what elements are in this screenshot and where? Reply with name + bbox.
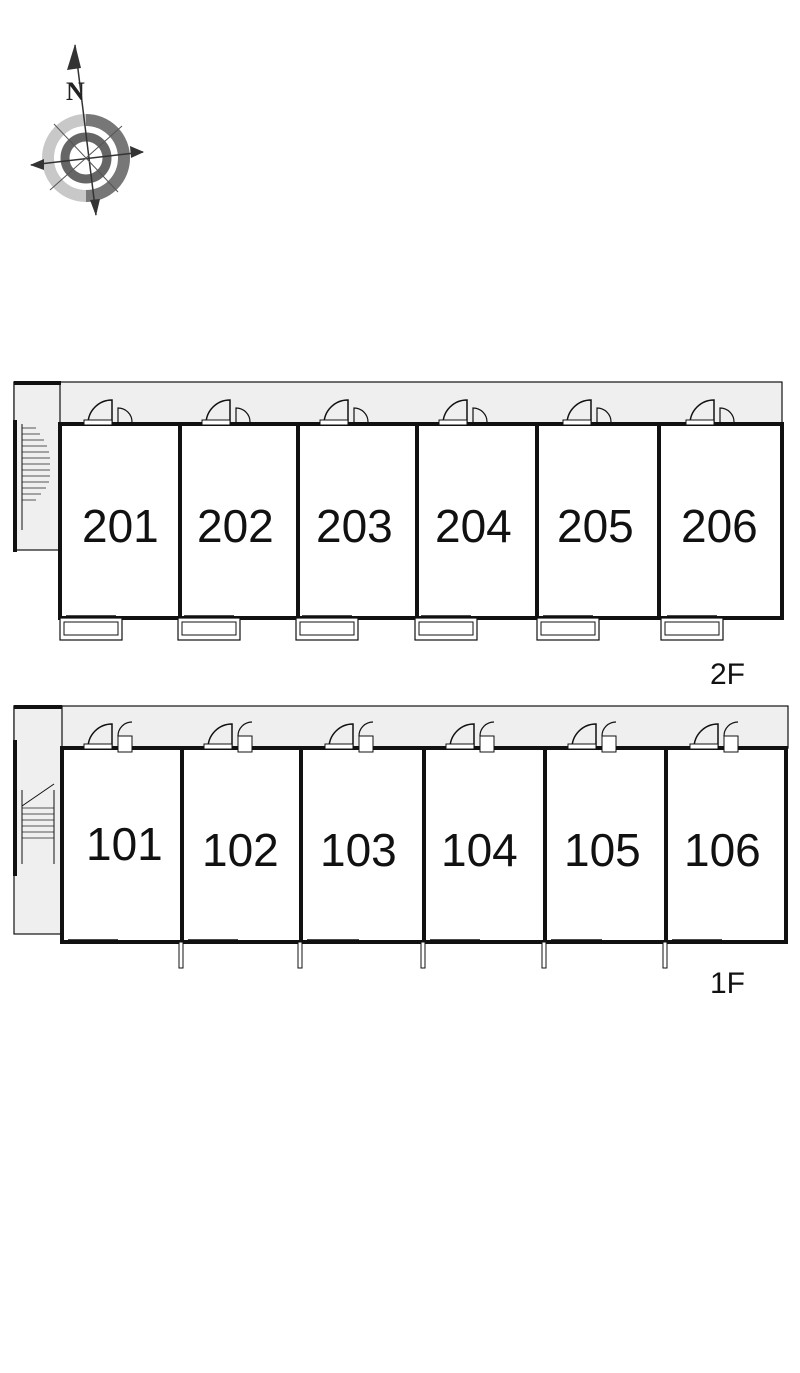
door-icon <box>201 399 251 426</box>
unit-label: 202 <box>197 500 274 552</box>
floor-1f: 101 102 103 104 105 106 1F <box>13 705 789 1000</box>
unit-label: 206 <box>681 500 758 552</box>
unit-label: 101 <box>86 818 163 870</box>
stairs-1f <box>21 783 55 864</box>
balcony-icon <box>536 615 600 641</box>
door-icon <box>567 721 617 753</box>
door-icon <box>562 399 612 426</box>
balcony-icon <box>295 615 359 641</box>
stairs-2f <box>21 424 50 530</box>
unit-label: 205 <box>557 500 634 552</box>
door-icon <box>689 721 739 753</box>
door-icon <box>83 399 133 426</box>
unit-label: 105 <box>564 824 641 876</box>
floor-2f: 201 202 203 204 205 206 2F <box>13 381 784 691</box>
unit-label: 201 <box>82 500 159 552</box>
unit-label: 103 <box>320 824 397 876</box>
door-icon <box>438 399 488 426</box>
unit-label: 106 <box>684 824 761 876</box>
fence-posts <box>178 941 668 969</box>
door-icon <box>83 721 133 753</box>
unit-label: 102 <box>202 824 279 876</box>
unit-label: 204 <box>435 500 512 552</box>
door-icon <box>445 721 495 753</box>
balcony-icon <box>59 615 123 641</box>
door-icon <box>685 399 735 426</box>
north-label: N <box>66 77 85 106</box>
balcony-icon <box>660 615 724 641</box>
balcony-icon <box>177 615 241 641</box>
door-icon <box>319 399 369 426</box>
door-icon <box>324 721 374 753</box>
unit-label: 203 <box>316 500 393 552</box>
unit-label: 104 <box>441 824 518 876</box>
balcony-icon <box>414 615 478 641</box>
floor-label-1f: 1F <box>710 967 745 1000</box>
door-icon <box>203 721 253 753</box>
compass-rose-icon: N <box>30 44 144 216</box>
floor-label-2f: 2F <box>710 658 745 691</box>
